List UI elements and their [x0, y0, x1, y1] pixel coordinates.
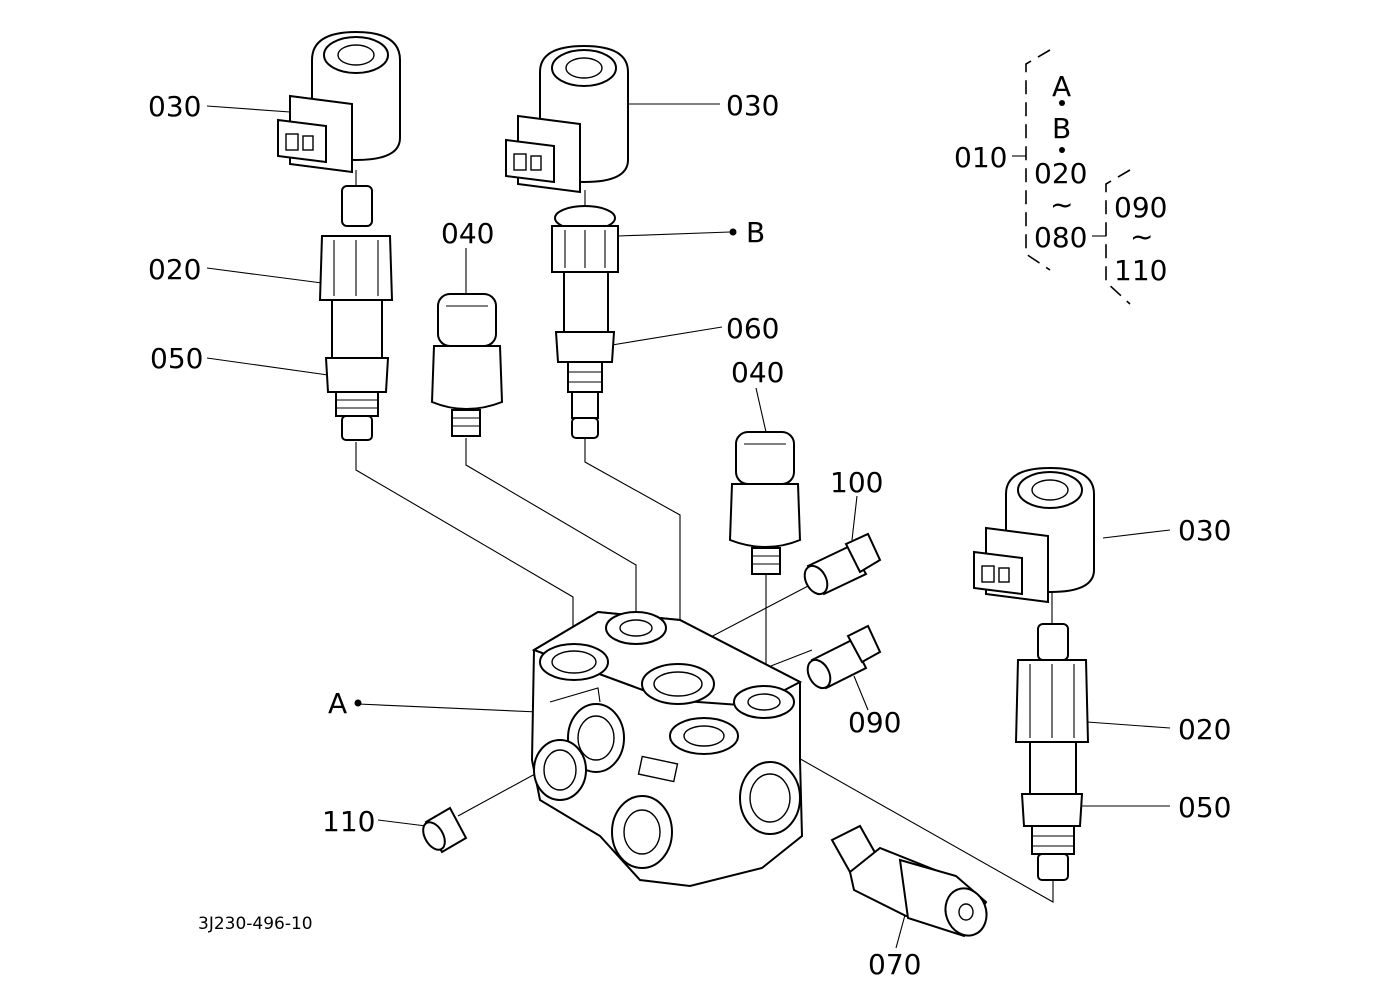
- valve-body: [530, 610, 804, 888]
- plug-110: [422, 806, 468, 854]
- cartridge-valve-left: [318, 185, 394, 441]
- legend-sub-110: 110: [1114, 254, 1167, 287]
- callout-110: 110: [322, 805, 375, 838]
- figure-code: 3J230-496-10: [198, 914, 313, 934]
- leader-lines: [206, 103, 1171, 949]
- legend-line-020: 020: [1034, 157, 1087, 190]
- solenoid-coil-middle: [505, 44, 629, 194]
- relief-valve-070: [830, 824, 988, 938]
- callout-100: 100: [830, 466, 883, 499]
- callout-070: 070: [868, 948, 921, 981]
- legend-line-080: 080: [1034, 221, 1087, 254]
- ref-b-label: B: [746, 216, 765, 249]
- legend-line-b: B: [1052, 112, 1071, 145]
- callout-090: 090: [848, 706, 901, 739]
- fitting-100: [803, 532, 882, 596]
- callout-040-left: 040: [441, 217, 494, 250]
- callout-030-right: 030: [1178, 514, 1231, 547]
- ref-a-label: A: [328, 687, 347, 720]
- callout-040-mid: 040: [731, 356, 784, 389]
- callout-060: 060: [726, 312, 779, 345]
- solenoid-coil-left: [277, 30, 401, 174]
- ref-b-dot: [729, 228, 737, 236]
- legend-tilde-1: ~: [1050, 188, 1073, 221]
- cartridge-valve-middle: [551, 205, 619, 439]
- callout-020-right: 020: [1178, 713, 1231, 746]
- legend-tilde-2: ~: [1130, 220, 1153, 253]
- fitting-090: [806, 624, 882, 690]
- pressure-sensor-middle: [728, 431, 802, 575]
- pressure-sensor-left: [430, 293, 504, 437]
- ref-a-dot: [354, 699, 362, 707]
- legend-sub-090: 090: [1114, 191, 1167, 224]
- callout-050-right: 050: [1178, 791, 1231, 824]
- callout-020-left: 020: [148, 253, 201, 286]
- callout-030-top-left: 030: [148, 90, 201, 123]
- callout-050-left: 050: [150, 342, 203, 375]
- legend-line-a: A: [1052, 70, 1071, 103]
- solenoid-coil-right: [973, 466, 1095, 604]
- legend-brackets: [1012, 49, 1131, 305]
- cartridge-valve-right: [1014, 623, 1090, 881]
- legend-group-code: 010: [954, 141, 1007, 174]
- callout-030-top-mid: 030: [726, 89, 779, 122]
